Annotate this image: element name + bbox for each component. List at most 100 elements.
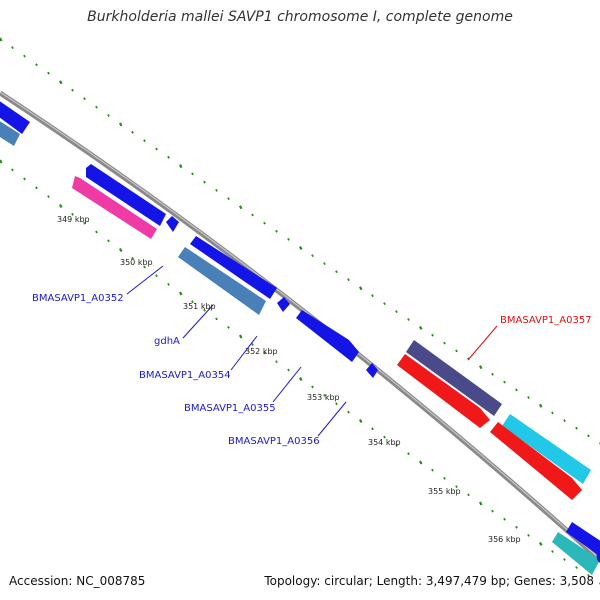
tick-mark bbox=[347, 410, 350, 414]
gene-feature-blue-gdhA[interactable] bbox=[190, 236, 277, 299]
gene-feature-steel-0354[interactable] bbox=[178, 247, 266, 315]
topology-label: Topology: bbox=[264, 574, 321, 588]
gene-feature-red-2[interactable] bbox=[490, 422, 582, 500]
tick-mark bbox=[227, 197, 230, 201]
gene-feature-blue-small-2[interactable] bbox=[277, 297, 290, 312]
tick-mark bbox=[383, 302, 386, 306]
accession-label: Accession: bbox=[9, 574, 73, 588]
gene-feature-blue-small-1[interactable] bbox=[166, 216, 179, 232]
tick-mark bbox=[299, 377, 303, 381]
tick-mark bbox=[107, 239, 110, 243]
tick-mark bbox=[419, 325, 423, 330]
tick-mark bbox=[143, 139, 146, 143]
tick-mark bbox=[0, 37, 3, 42]
tick-mark bbox=[455, 349, 458, 353]
gene-feature-teal-bottom[interactable] bbox=[552, 532, 600, 575]
topology-value: circular bbox=[324, 574, 369, 588]
tick-mark bbox=[371, 427, 374, 431]
tick-mark bbox=[299, 246, 303, 250]
tick-mark bbox=[95, 105, 98, 109]
gene-label-bmasavp1-a0356[interactable]: BMASAVP1_A0356 bbox=[228, 436, 320, 447]
gene-feature-blue-small-0356[interactable] bbox=[366, 363, 378, 378]
gene-feature-blue-0355[interactable] bbox=[296, 310, 359, 362]
chromosome-backbone bbox=[0, 90, 600, 562]
tick-mark bbox=[47, 71, 50, 75]
tick-mark bbox=[443, 476, 446, 480]
tick-mark bbox=[71, 212, 74, 216]
tick-mark bbox=[539, 541, 543, 546]
tick-mark bbox=[563, 419, 566, 423]
tick-mark bbox=[551, 550, 554, 553]
gene-label-bmasavp1-a0352[interactable]: BMASAVP1_A0352 bbox=[32, 293, 124, 304]
tick-mark bbox=[515, 525, 518, 529]
gene-feature-pink-0352[interactable] bbox=[72, 176, 157, 239]
tick-mark bbox=[35, 63, 38, 67]
tick-mark bbox=[527, 396, 530, 399]
tick-mark bbox=[287, 368, 290, 372]
tick-mark bbox=[287, 237, 290, 241]
kbp-label-356: 356 kbp bbox=[488, 535, 521, 544]
tick-mark bbox=[167, 155, 170, 159]
tick-mark bbox=[155, 274, 158, 278]
tick-mark bbox=[47, 195, 50, 199]
gene-feature-topleft-steel[interactable] bbox=[0, 118, 20, 146]
gene-label-gdhA[interactable]: gdhA bbox=[154, 336, 180, 347]
gene-label-bmasavp1-a0357[interactable]: BMASAVP1_A0357 bbox=[500, 315, 592, 326]
tick-mark bbox=[323, 393, 326, 397]
length-label: Length: bbox=[376, 574, 423, 588]
tick-mark bbox=[539, 403, 543, 408]
tick-mark bbox=[407, 318, 410, 321]
tick-mark bbox=[179, 291, 183, 296]
tick-mark bbox=[263, 351, 266, 355]
gene-feature-red-1[interactable] bbox=[397, 354, 490, 428]
tick-mark bbox=[491, 372, 494, 376]
tick-mark bbox=[0, 159, 3, 164]
tick-mark bbox=[503, 517, 506, 521]
gene-feature-blue-bottom[interactable] bbox=[566, 522, 600, 560]
tick-mark bbox=[359, 286, 363, 291]
tick-mark bbox=[119, 122, 123, 127]
tick-mark bbox=[263, 221, 266, 225]
gene-feature-blue-edge[interactable] bbox=[596, 540, 600, 568]
tick-mark bbox=[575, 426, 578, 430]
map-title: Burkholderia mallei SAVP1 chromosome I, … bbox=[87, 9, 513, 25]
gene-feature-cyan-1[interactable] bbox=[502, 414, 591, 484]
tick-mark bbox=[143, 265, 146, 269]
gene-label-bmasavp1-a0354[interactable]: BMASAVP1_A0354 bbox=[139, 370, 231, 381]
tick-mark bbox=[131, 256, 134, 260]
tick-mark bbox=[407, 452, 410, 456]
genes-label: Genes: bbox=[513, 574, 556, 588]
tick-mark bbox=[563, 558, 566, 561]
kbp-label-349: 349 kbp bbox=[57, 215, 90, 224]
tick-mark bbox=[467, 493, 470, 497]
tick-mark bbox=[23, 54, 26, 58]
leader-line-0352 bbox=[126, 265, 164, 295]
tick-mark bbox=[23, 177, 26, 181]
tick-mark bbox=[191, 172, 194, 176]
gene-feature-topleft-blue[interactable] bbox=[0, 98, 30, 134]
kbp-label-351: 351 kbp bbox=[183, 302, 216, 311]
tick-mark bbox=[179, 164, 183, 169]
tick-mark bbox=[275, 229, 278, 233]
tick-mark bbox=[431, 468, 434, 472]
length-value: 3,497,479 bp bbox=[425, 574, 506, 588]
kbp-label-350: 350 kbp bbox=[120, 258, 153, 267]
tick-mark bbox=[527, 533, 530, 537]
tick-mark bbox=[215, 317, 218, 321]
tick-mark bbox=[575, 566, 578, 569]
tick-mark bbox=[59, 80, 63, 85]
tick-mark bbox=[431, 333, 434, 337]
tick-mark bbox=[35, 186, 38, 190]
gene-label-bmasavp1-a0355[interactable]: BMASAVP1_A0355 bbox=[184, 403, 276, 414]
leader-line-0355 bbox=[272, 366, 302, 403]
tick-mark bbox=[71, 88, 74, 92]
genome-summary: Topology: circular; Length: 3,497,479 bp… bbox=[264, 574, 594, 588]
tick-mark bbox=[203, 180, 206, 184]
gene-feature-blue-1[interactable] bbox=[86, 164, 166, 226]
gene-feature-purple-0357[interactable] bbox=[406, 340, 502, 416]
kbp-label-354: 354 kbp bbox=[368, 438, 401, 447]
tick-mark bbox=[551, 411, 554, 415]
kbp-label-352: 352 kbp bbox=[245, 347, 278, 356]
kbp-label-355: 355 kbp bbox=[428, 487, 461, 496]
